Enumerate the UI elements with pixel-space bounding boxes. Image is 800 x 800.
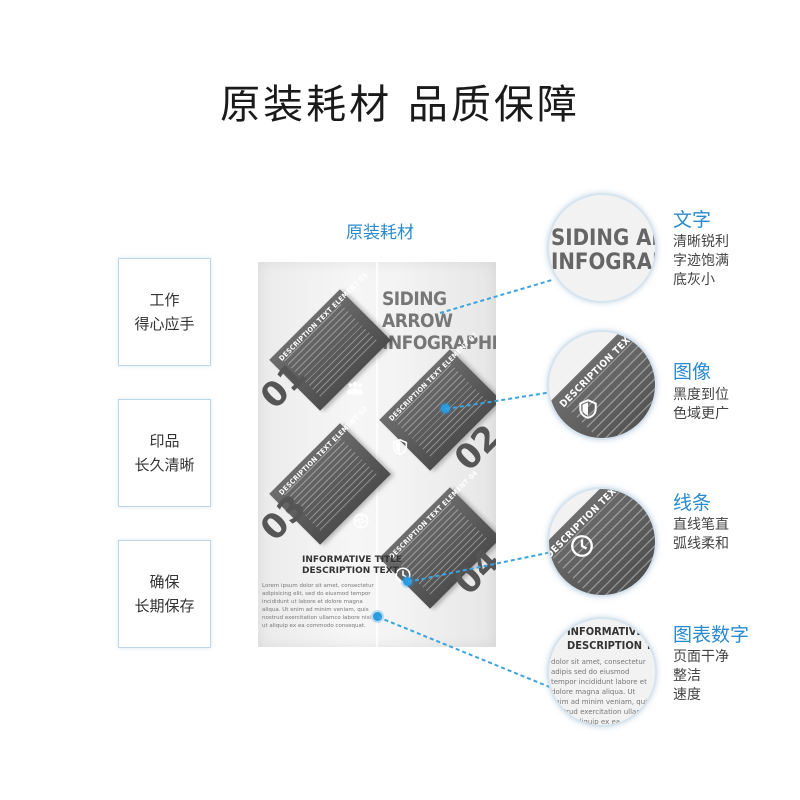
zoom-circle-image: DESCRIPTION TEXT ELEMENT 02	[547, 330, 657, 440]
category-desc-line: 直线笔直 弧线柔和	[673, 517, 729, 552]
callout-dot-image	[441, 404, 450, 413]
leader-line-text	[439, 279, 553, 314]
category-desc-text: 清晰锐利 字迹饱满 底灰小	[673, 234, 729, 288]
aperture-icon	[353, 513, 369, 529]
callout-dot-line	[403, 577, 412, 586]
category-desc-image: 黑度到位 色域更广	[673, 387, 729, 422]
sheet-heading: SIDING ARROW INFOGRAPHIC	[382, 288, 496, 354]
zoom-circle-chart: INFORMATIVE TITLE DESCRIPTION TEXT dolor…	[547, 617, 657, 727]
callout-dot-chart	[373, 612, 382, 621]
printed-sheet: SIDING ARROW INFOGRAPHIC DESCRIPTION TEX…	[258, 262, 496, 647]
zoom-heading-line: SIDING ARROW	[551, 226, 655, 251]
feature-line: 印品	[149, 432, 180, 450]
feature-line: 得心应手	[134, 315, 195, 333]
category-title-image: 图像	[673, 361, 712, 383]
zoom-body-text: dolor sit amet, consectetur adipis sed d…	[551, 658, 652, 726]
feature-box-print: 印品 长久清晰	[118, 399, 211, 507]
zoom-info-line: DESCRIPTION TEXT	[567, 639, 655, 652]
category-title-chart: 图表数字	[673, 624, 750, 646]
feature-line: 确保	[149, 573, 180, 591]
category-desc-chart: 页面干净 整洁 速度	[673, 649, 729, 703]
category-title-text: 文字	[673, 209, 712, 231]
zoom-circle-line: DESCRIPTION TEXT ELEMENT 04	[547, 487, 657, 597]
info-title: INFORMATIVE TITLE DESCRIPTION TEXT	[302, 555, 403, 576]
shield-icon	[392, 438, 408, 456]
feature-line: 长期保存	[134, 597, 195, 615]
feature-box-work: 工作 得心应手	[118, 258, 211, 366]
leader-line-line	[407, 551, 553, 583]
feature-line: 工作	[149, 291, 180, 309]
sheet-fold	[376, 262, 378, 647]
zoom-info-line: INFORMATIVE TITLE	[567, 625, 657, 638]
leader-line-chart	[377, 616, 553, 689]
clock-icon	[571, 535, 593, 557]
feature-box-storage: 确保 长期保存	[118, 540, 211, 648]
zoom-heading-line: INFOGRAPHIC	[551, 250, 655, 275]
sheet-label: 原装耗材	[346, 223, 414, 243]
people-icon	[346, 382, 364, 395]
shield-icon	[579, 399, 597, 419]
feature-line: 长久清晰	[134, 456, 195, 474]
sheet-body-text: Lorem ipsum dolor sit amet, consectetur …	[262, 583, 374, 629]
zoom-circle-text: SIDING ARROW INFOGRAPHIC	[547, 193, 657, 303]
category-title-line: 线条	[673, 492, 712, 514]
page-title: 原装耗材 品质保障	[220, 82, 580, 128]
leader-line-image	[445, 391, 553, 410]
